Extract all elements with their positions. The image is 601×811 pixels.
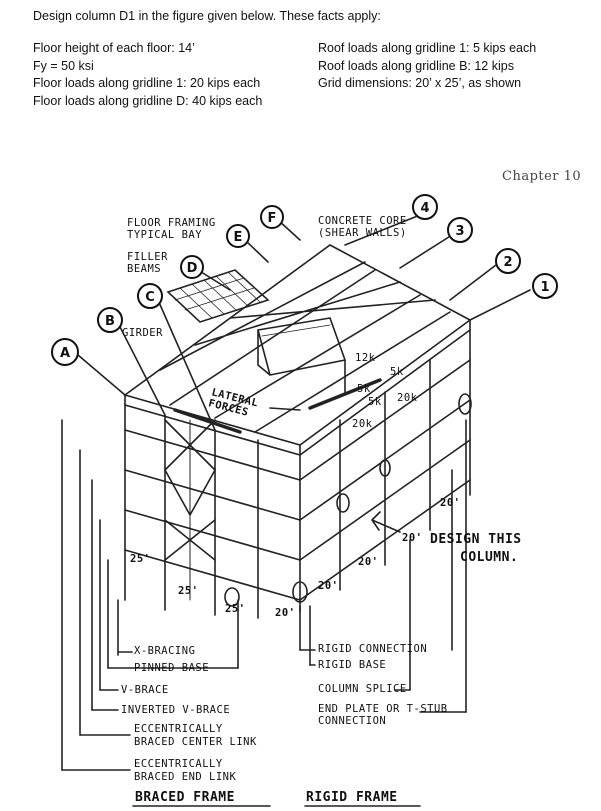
footer-braced-frame: BRACED FRAME bbox=[135, 790, 235, 805]
dim-25ft: 25' bbox=[130, 553, 151, 565]
gridline-label: D bbox=[187, 261, 198, 276]
dim-25ft: 25' bbox=[178, 585, 199, 597]
label-girder: GIRDER bbox=[122, 327, 163, 339]
fact-roof-loads-gridline-1: Roof loads along gridline 1: 5 kips each bbox=[318, 41, 537, 55]
label-filler: FILLER bbox=[127, 251, 168, 263]
legend-v-brace: V-BRACE bbox=[121, 684, 169, 696]
gridline-bubble-a bbox=[51, 338, 79, 366]
label-design-this: DESIGN THIS bbox=[430, 532, 522, 547]
fact-fy: Fy = 50 ksi bbox=[33, 58, 94, 73]
legend-connection: CONNECTION bbox=[318, 715, 387, 727]
label-beams: BEAMS bbox=[127, 263, 162, 275]
legend-pinned-base: PINNED BASE bbox=[134, 662, 210, 674]
legend-rigid-base: RIGID BASE bbox=[318, 659, 387, 671]
legend-braced-end-link: BRACED END LINK bbox=[134, 771, 237, 783]
gridline-label: 4 bbox=[420, 201, 429, 216]
fact-grid-dimensions: Grid dimensions: 20’ x 25’, as shown bbox=[318, 76, 522, 90]
gridline-label: F bbox=[268, 211, 277, 226]
load-roof-b: 12k bbox=[355, 352, 376, 364]
gridline-label: A bbox=[60, 346, 70, 361]
load-roof-1: 5k bbox=[390, 366, 404, 378]
load-roof-1: 5k bbox=[368, 396, 382, 408]
load-floor-1: 20k bbox=[397, 392, 418, 404]
load-roof-1: 5k bbox=[357, 383, 371, 395]
gridline-bubble-b bbox=[97, 307, 123, 333]
legend-column-splice: COLUMN SPLICE bbox=[318, 683, 407, 695]
gridline-bubble-3 bbox=[447, 217, 473, 243]
gridline-label: C bbox=[145, 290, 155, 305]
gridline-bubble-e bbox=[226, 224, 250, 248]
legend-eccentrically: ECCENTRICALLY bbox=[134, 758, 223, 770]
legend-x-bracing: X-BRACING bbox=[134, 645, 196, 657]
label-concrete-core: CONCRETE CORE bbox=[318, 215, 407, 227]
label-shear-walls: (SHEAR WALLS) bbox=[318, 227, 407, 239]
footer-rigid-frame: RIGID FRAME bbox=[306, 790, 398, 805]
dim-20ft: 20' bbox=[440, 497, 461, 509]
fact-roof-loads-gridline-b: Roof loads along gridline B: 12 kips bbox=[318, 58, 514, 73]
gridline-bubble-4 bbox=[412, 194, 438, 220]
chapter-label: Chapter 10 bbox=[502, 169, 582, 184]
label-typical-bay: TYPICAL BAY bbox=[127, 229, 203, 241]
legend-braced-center-link: BRACED CENTER LINK bbox=[134, 736, 257, 748]
gridline-bubble-c bbox=[137, 283, 163, 309]
legend-eccentrically: ECCENTRICALLY bbox=[134, 723, 223, 735]
dim-20ft: 20' bbox=[358, 556, 379, 568]
legend-inverted-v-brace: INVERTED V-BRACE bbox=[121, 704, 231, 716]
gridline-bubble-f bbox=[260, 205, 284, 229]
dim-20ft: 20' bbox=[275, 607, 296, 619]
gridline-label: 2 bbox=[503, 255, 512, 270]
gridline-label: 3 bbox=[455, 224, 464, 239]
legend-end-plate: END PLATE OR T-STUB bbox=[318, 703, 448, 715]
gridline-label: B bbox=[105, 314, 115, 329]
legend-rigid-connection: RIGID CONNECTION bbox=[318, 643, 428, 655]
gridline-bubble-d bbox=[180, 255, 204, 279]
gridline-bubble-2 bbox=[495, 248, 521, 274]
load-floor-1: 20k bbox=[352, 418, 373, 430]
problem-intro: Design column D1 in the figure given bel… bbox=[33, 9, 381, 23]
facts-right-column: Roof loads along gridline 1: 5 kips each… bbox=[318, 40, 536, 93]
gridline-label: E bbox=[234, 230, 243, 245]
facts-left-column: Floor height of each floor: 14’ Fy = 50 … bbox=[33, 40, 262, 110]
gridline-label: 1 bbox=[540, 280, 549, 295]
fact-floor-loads-gridline-1: Floor loads along gridline 1: 20 kips ea… bbox=[33, 76, 261, 90]
label-floor-framing: FLOOR FRAMING bbox=[127, 217, 216, 229]
dim-20ft: 20' bbox=[402, 532, 423, 544]
dim-25ft: 25' bbox=[225, 603, 246, 615]
dim-20ft: 20' bbox=[318, 580, 339, 592]
gridline-bubble-1 bbox=[532, 273, 558, 299]
fact-floor-loads-gridline-d: Floor loads along gridline D: 40 kips ea… bbox=[33, 93, 263, 108]
fact-floor-height: Floor height of each floor: 14’ bbox=[33, 41, 195, 55]
label-column: COLUMN. bbox=[460, 550, 519, 565]
